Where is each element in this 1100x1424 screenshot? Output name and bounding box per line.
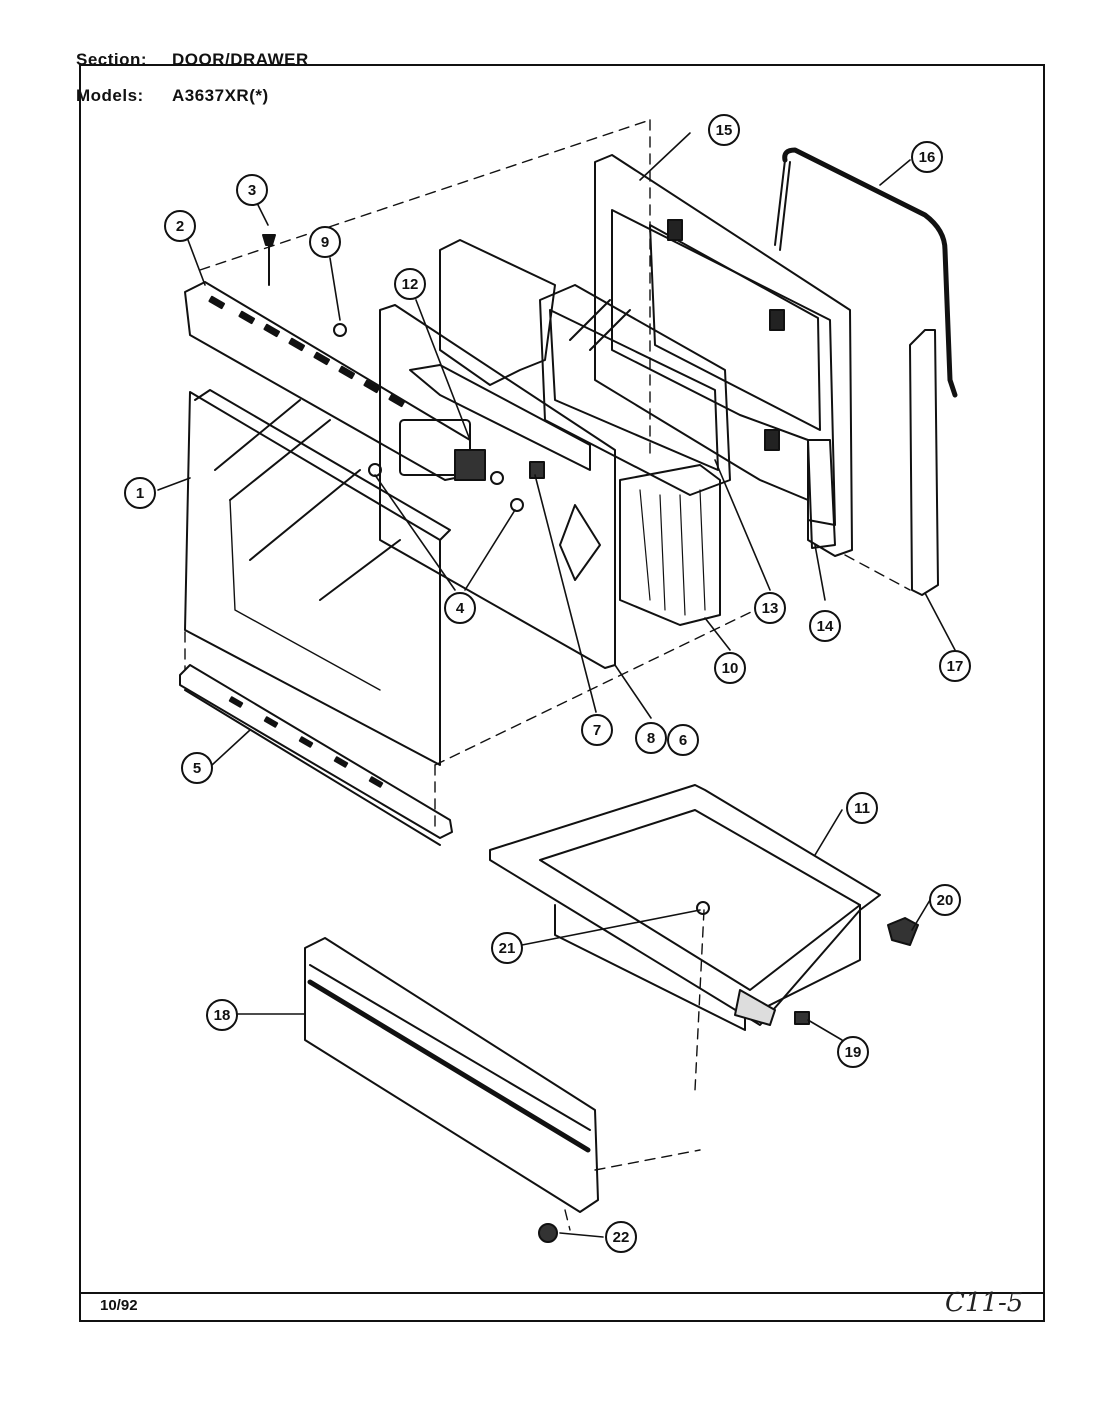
callout-6: 6 [679,732,687,749]
callout-8: 8 [647,730,655,747]
callout-13: 13 [762,600,779,617]
callout-18: 18 [214,1007,231,1024]
callout-2: 2 [176,218,184,235]
callout-circles [124,114,971,1253]
door-side-trim [909,329,939,596]
door-vent-trim [184,281,471,481]
models-value: A3637XR(*) [172,86,269,105]
callout-4: 4 [456,600,465,617]
callout-leaders [157,132,956,1238]
callout-3: 3 [248,182,256,199]
door-gasket [782,147,958,398]
door-latch [399,419,486,481]
fasteners [262,234,545,512]
callout-20: 20 [937,892,954,909]
inner-door-panel [379,304,616,669]
drawer-hardware [696,901,919,1025]
callout-22: 22 [613,1229,630,1246]
drawer-body [489,784,881,1031]
callout-5: 5 [193,760,201,777]
door-gasket-inner [774,159,791,251]
footer-divider [79,1292,1045,1294]
callout-9: 9 [321,234,329,251]
door-liner-frame [594,154,853,557]
callout-7: 7 [593,722,601,739]
callout-12: 12 [402,276,419,293]
outer-door-panel [184,389,451,766]
inner-glass-pack [539,284,731,496]
callout-21: 21 [499,940,516,957]
callout-16: 16 [919,149,936,166]
page-code: C11-5 [945,1288,1024,1318]
callout-19: 19 [845,1044,862,1061]
callout-10: 10 [722,660,739,677]
door-bottom-trim [179,664,453,846]
callout-labels: 1 2 3 4 5 6 7 8 9 10 11 12 13 14 15 16 1… [136,122,964,1246]
callout-15: 15 [716,122,733,139]
callout-1: 1 [136,485,144,502]
callout-11: 11 [854,800,870,817]
date-code: 10/92 [100,1297,138,1314]
models-label: Models: [76,86,144,105]
callout-14: 14 [817,618,834,635]
assembly-guide-lines [184,119,911,1231]
models-heading: Models: A3637XR(*) [76,86,269,106]
diagram-frame [79,64,1045,1322]
drawer-glide [538,1223,558,1243]
door-insulation [439,239,721,626]
drawer-front-panel [304,937,599,1213]
callout-17: 17 [947,658,964,675]
hinge-bracket [807,439,836,549]
